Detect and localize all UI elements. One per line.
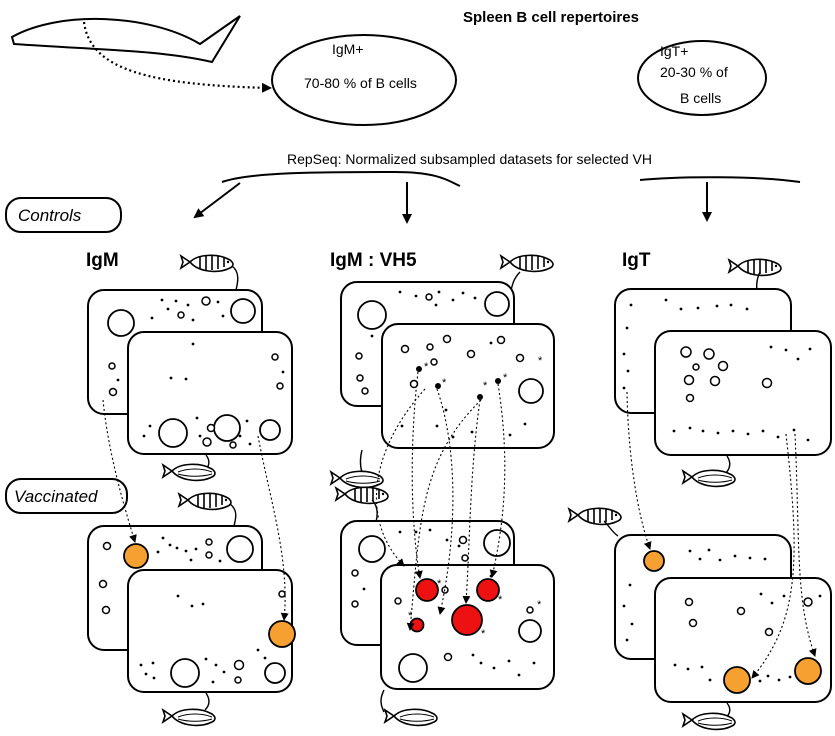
expanded-clone-orange [643,550,665,572]
igm-clone-tracking-arrow [257,435,289,621]
vh5-marker-star: * [483,380,488,392]
expanded-clone-orange [123,543,149,569]
expanded-clone-orange [723,666,751,694]
column-igm-header: IgM [86,250,119,271]
igm-plus-percent: 70-80 % of B cells [304,75,417,91]
plain-fish-icon [682,469,736,488]
vh5-marker-star: * [424,361,429,373]
vh5-marker-star: * [442,377,447,389]
igm-plus-label: IgM+ [332,41,364,57]
vh5-marker-star: * [498,594,503,606]
igt-plus-percent-line2: B cells [680,90,721,106]
striped-fish-icon [728,258,782,277]
igm-controls-panel [87,254,293,482]
repseq-bracket-right [639,176,801,183]
striped-fish-icon [500,254,554,273]
vh5-marker-star: * [537,599,542,611]
vh5-vaccinated-panel: * * * * * [335,486,555,727]
expanded-clone-red [476,578,500,602]
vh5-marker-star: * [538,355,543,367]
igm-plus-ellipse [271,34,457,126]
diagram-title: Spleen B cell repertoires [463,9,639,26]
repseq-bracket-left [221,170,461,187]
expanded-clone-red [415,578,439,602]
vh5-marker-star: * [408,610,413,622]
striped-fish-icon [568,507,622,526]
igt-clone-tracking-arrow [794,433,817,657]
expanded-clone-orange [794,657,822,685]
igt-plus-percent-line1: 20-30 % of [660,64,728,80]
vh5-marker-star: * [503,372,508,384]
column-igm-vh5-header: IgM : VH5 [330,250,417,271]
vaccinated-label: Vaccinated [14,487,98,506]
igt-controls-panel [614,258,832,488]
striped-fish-icon [180,254,234,273]
expanded-clone-orange [268,620,296,648]
igt-vaccinated-panel [568,507,832,731]
vh5-clone-tracking-arrow [462,399,481,604]
column-igt-header: IgT [622,250,651,271]
igt-clone-tracking-arrow [626,391,652,550]
striped-fish-icon [335,486,389,505]
igt-plus-label: IgT+ [660,43,688,59]
expanded-clone-red [451,604,483,636]
dotted-arrow-to-igm [82,21,272,93]
vh5-clone-tracking-arrow [406,399,482,631]
expanded-clone-red [409,617,425,633]
plain-fish-icon [682,712,736,731]
vh5-controls-panel: * * * * * [330,254,555,489]
vh5-marker-star: * [481,628,486,640]
igt-clone-tracking-arrow [751,433,795,679]
vh5-clone-tracking-arrow [489,383,506,578]
plain-fish-icon [384,708,438,727]
igt-plus-ellipse [637,40,767,116]
arrow-to-igm-column [193,182,241,219]
vh5-marker-star: * [437,578,442,590]
igm-vaccinated-panel [87,492,296,727]
fish-outline-icon [10,15,241,64]
controls-label-box [5,197,122,233]
plain-fish-icon [162,463,216,482]
plain-fish-icon [330,470,384,489]
striped-fish-icon [178,492,232,511]
repseq-label: RepSeq: Normalized subsampled datasets f… [287,151,652,167]
plain-fish-icon [162,708,216,727]
vaccinated-label-box [5,478,128,514]
controls-label: Controls [18,206,82,225]
